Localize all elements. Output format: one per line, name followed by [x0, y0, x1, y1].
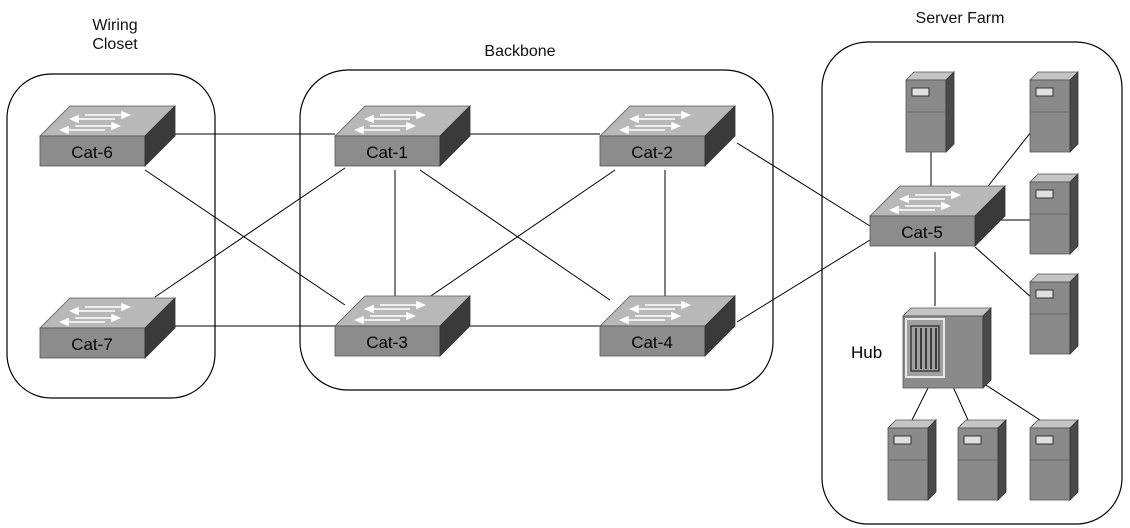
network-links — [144, 126, 1041, 421]
switch-cat3: Cat-3 — [334, 295, 471, 357]
hub-label: Hub — [851, 343, 882, 362]
server-icon — [905, 71, 955, 153]
link-cat6-cat3 — [144, 169, 346, 306]
switch-cat5-label: Cat-5 — [901, 223, 943, 242]
server-icon — [887, 419, 937, 501]
server-1 — [905, 71, 955, 153]
server-4 — [1029, 273, 1079, 355]
switch-cat4-label: Cat-4 — [631, 333, 673, 352]
link-cat2-cat3 — [424, 169, 616, 301]
server-5 — [887, 419, 937, 501]
link-cat5-server4 — [974, 246, 1033, 299]
wiring-closet-label: Wiring Closet — [92, 17, 138, 53]
server-7 — [1029, 419, 1079, 501]
switch-cat1: Cat-1 — [334, 105, 471, 167]
server-farm-label: Server Farm — [915, 10, 1005, 27]
link-cat4-cat5 — [736, 239, 871, 323]
server-6 — [957, 419, 1007, 501]
switch-cat5: Cat-5 — [869, 185, 1006, 247]
backbone-zone — [299, 69, 774, 391]
server-icon — [1029, 273, 1079, 355]
switch-cat7-label: Cat-7 — [71, 335, 113, 354]
server-farm-zone — [821, 41, 1123, 525]
switch-cat3-label: Cat-3 — [366, 333, 408, 352]
link-cat5-server2 — [984, 126, 1036, 191]
switch-cat1-label: Cat-1 — [366, 143, 408, 162]
backbone-label: Backbone — [484, 43, 556, 60]
server-2 — [1029, 71, 1079, 153]
link-cat1-cat4 — [419, 169, 611, 301]
server-3 — [1029, 173, 1079, 255]
switch-cat2-label: Cat-2 — [631, 143, 673, 162]
switch-cat4: Cat-4 — [599, 295, 736, 357]
switch-cat7: Cat-7 — [39, 297, 176, 359]
hub — [902, 307, 992, 389]
switch-cat6: Cat-6 — [39, 105, 176, 167]
server-icon — [957, 419, 1007, 501]
server-icon — [1029, 419, 1079, 501]
link-cat2-cat5 — [736, 142, 871, 227]
server-icon — [1029, 173, 1079, 255]
link-cat7-cat1 — [154, 167, 346, 298]
hub-icon — [902, 307, 992, 389]
server-icon — [1029, 71, 1079, 153]
switch-cat2: Cat-2 — [599, 105, 736, 167]
wiring-closet-zone — [6, 73, 216, 399]
switch-cat6-label: Cat-6 — [71, 143, 113, 162]
